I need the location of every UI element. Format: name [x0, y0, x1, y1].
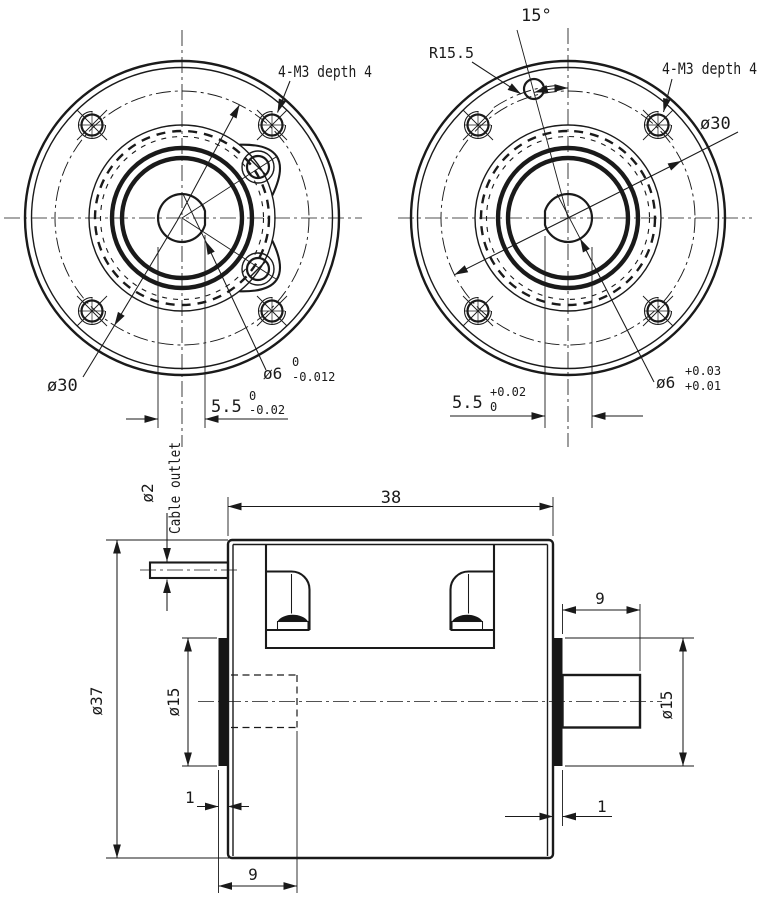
flat-width-upper-tol: 0: [249, 389, 256, 403]
flat-width-main: 5.5: [452, 393, 483, 413]
r155-label: R15.5: [429, 44, 474, 62]
m3-label-left: 4-M3 depth 4: [278, 62, 372, 81]
dim-bolt-circle-right: ø30: [454, 114, 739, 276]
dim-boss-step-right: 1: [505, 770, 612, 826]
dim-body-dia: ø37: [87, 540, 121, 858]
dim-bore-dia-right: ø6 +0.03 +0.01: [556, 193, 721, 393]
d-shaft-hole: [156, 192, 207, 244]
body-length-label: 38: [381, 488, 401, 508]
dim-flat-right: 5.5 +0.02 0: [450, 236, 643, 428]
r155-arc: [491, 85, 557, 110]
dim-flat-left: 5.5 0 -0.02: [126, 235, 288, 428]
dim-bolt-circle-left: ø30: [47, 104, 240, 396]
pilot-boss-right: [553, 638, 563, 766]
clamp-lever-lower: [239, 240, 282, 293]
clamp-lever-upper: [239, 143, 282, 196]
screw-slot-upper: [249, 158, 267, 176]
screw-slot-lower: [249, 260, 267, 278]
pilot-boss-left: [218, 638, 228, 766]
dim-shaft-dia-left: ø6 0 -0.012: [182, 193, 335, 384]
front-view-left: ø30 ø6 0 -0.012 4-M3 depth 4 5.5 0 -0.02: [4, 30, 372, 447]
clamp-section-right: [449, 570, 494, 632]
bolt-circle-dia-label-right: ø30: [700, 114, 731, 134]
dim-m3-left: 4-M3 depth 4: [277, 62, 372, 113]
angled-centerline-15deg: [516, 29, 569, 219]
dim-boss-dia-right: ø15: [565, 637, 694, 767]
bolt-circle-dia-label-left: ø30: [47, 376, 78, 396]
shaft-dia-main: ø6: [263, 364, 282, 383]
dim-cable: ø2 Cable outlet: [138, 442, 184, 611]
boss-step-left-label: 1: [185, 788, 195, 807]
cable-outlet-hole: [522, 77, 546, 101]
screw-head-icon: [277, 614, 308, 622]
angle-label: 15°: [521, 6, 552, 26]
cable-dia-label: ø2: [138, 483, 157, 502]
dim-bore-depth: 9: [218, 731, 298, 893]
flat-width-upper-tol: +0.02: [490, 385, 526, 399]
bore-dia-upper-tol: +0.03: [685, 364, 721, 378]
flat-width-lower-tol: -0.02: [249, 403, 285, 417]
cable-outlet-label: Cable outlet: [166, 442, 184, 534]
inner-recess: [264, 544, 496, 650]
body-dia-label: ø37: [87, 687, 106, 716]
shaft-length-label: 9: [595, 589, 605, 608]
hidden-bore: [231, 674, 298, 729]
side-view: 38 ø37 ø2 Cable outlet ø15 1: [87, 442, 694, 893]
encoder-body: [226, 538, 555, 860]
screw-head-icon: [452, 614, 483, 622]
clamp-section-left: [266, 570, 311, 632]
boss-dia-right-label: ø15: [657, 691, 676, 720]
m3-label-right: 4-M3 depth 4: [662, 59, 757, 78]
dim-boss-dia-left: ø15: [164, 637, 217, 767]
shaft-dia-lower-tol: -0.012: [292, 370, 335, 384]
bore-depth-label: 9: [248, 865, 258, 884]
clamp-screw-upper: [245, 154, 271, 180]
boss-dia-left-label: ø15: [164, 688, 183, 717]
output-shaft: [561, 673, 642, 729]
flat-width-lower-tol: 0: [490, 400, 497, 414]
dim-angle-15: 15°: [521, 6, 569, 93]
bore-dia-main: ø6: [656, 373, 675, 392]
bore-dia-lower-tol: +0.01: [685, 379, 721, 393]
dim-r155: R15.5: [429, 44, 522, 95]
clamp-screw-lower: [245, 256, 271, 282]
flat-width-main: 5.5: [211, 397, 242, 417]
shaft-dia-upper-tol: 0: [292, 355, 299, 369]
boss-step-right-label: 1: [597, 797, 607, 816]
dim-m3-right: 4-M3 depth 4: [662, 59, 757, 113]
dim-boss-step-left: 1: [185, 770, 249, 893]
front-view-right: 15° R15.5 4-M3 depth 4 ø30 ø6 +0.03 +0.0…: [398, 6, 757, 447]
dim-body-length: 38: [227, 488, 554, 536]
dim-shaft-length: 9: [562, 589, 641, 671]
